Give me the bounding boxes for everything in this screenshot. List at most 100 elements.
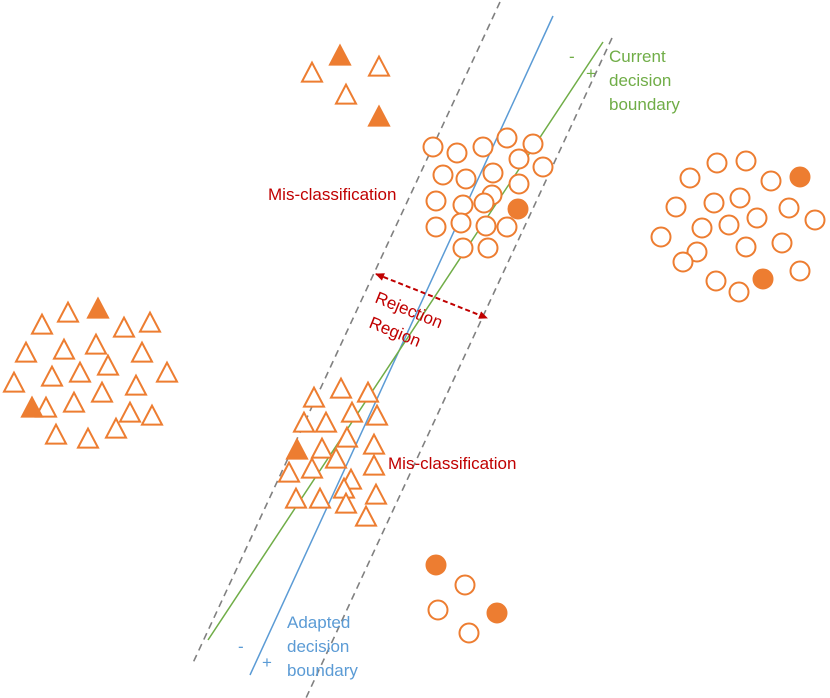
triangle-hollow-point xyxy=(354,504,378,527)
circle-hollow-point xyxy=(735,236,757,258)
triangle-hollow-point xyxy=(324,446,348,469)
rejection-boundary-right-line xyxy=(305,37,613,698)
triangle-hollow-point xyxy=(30,312,54,335)
triangle-hollow-point xyxy=(314,410,338,433)
triangle-hollow-point xyxy=(335,425,359,448)
circle-hollow-point xyxy=(789,260,811,282)
triangle-hollow-point xyxy=(96,353,120,376)
circle-hollow-point xyxy=(450,212,472,234)
current-boundary-label-line2: decision xyxy=(609,71,671,90)
circle-hollow-point xyxy=(508,148,530,170)
circle-hollow-point xyxy=(432,164,454,186)
rejection-boundary-left-line xyxy=(191,1,501,666)
triangle-hollow-point xyxy=(356,380,380,403)
circle-hollow-point xyxy=(778,197,800,219)
circle-hollow-point xyxy=(686,241,708,263)
circle-hollow-point xyxy=(703,192,725,214)
triangle-hollow-point xyxy=(300,456,324,479)
triangle-hollow-point xyxy=(138,310,162,333)
circle-hollow-point xyxy=(475,215,497,237)
circle-hollow-point xyxy=(477,237,499,259)
triangle-hollow-point xyxy=(284,486,308,509)
triangle-hollow-point xyxy=(40,364,64,387)
triangle-hollow-point xyxy=(365,403,389,426)
circle-filled-point xyxy=(789,166,811,188)
circle-hollow-point xyxy=(665,196,687,218)
triangle-hollow-point xyxy=(52,337,76,360)
circle-hollow-point xyxy=(427,599,449,621)
triangle-filled-point xyxy=(367,104,391,127)
circle-hollow-point xyxy=(508,173,530,195)
adapted-boundary-label-line1: Adapted xyxy=(287,613,350,632)
circle-hollow-point xyxy=(496,216,518,238)
triangle-filled-point xyxy=(20,395,44,418)
circle-hollow-point xyxy=(746,207,768,229)
current-boundary-minus: - xyxy=(569,47,575,66)
current-boundary-label-line1: Current xyxy=(609,47,666,66)
misclassification-label-bottom: Mis-classification xyxy=(388,454,516,473)
triangle-hollow-point xyxy=(90,380,114,403)
triangle-hollow-point xyxy=(334,82,358,105)
triangle-hollow-point xyxy=(367,54,391,77)
triangle-hollow-point xyxy=(334,491,358,514)
triangle-filled-point xyxy=(328,43,352,66)
circle-hollow-point xyxy=(705,270,727,292)
triangle-hollow-point xyxy=(62,390,86,413)
triangle-hollow-point xyxy=(364,482,388,505)
triangle-hollow-point xyxy=(277,460,301,483)
triangle-hollow-point xyxy=(112,315,136,338)
circle-hollow-point xyxy=(650,226,672,248)
data-points xyxy=(2,43,826,644)
triangle-hollow-point xyxy=(300,60,324,83)
circle-filled-point xyxy=(752,268,774,290)
circle-hollow-point xyxy=(729,187,751,209)
triangle-hollow-point xyxy=(292,410,316,433)
circle-hollow-point xyxy=(422,136,444,158)
triangle-hollow-point xyxy=(56,300,80,323)
adapted-decision-boundary-line xyxy=(249,15,554,676)
triangle-hollow-point xyxy=(329,376,353,399)
circle-hollow-point xyxy=(452,237,474,259)
triangle-hollow-point xyxy=(44,422,68,445)
circle-hollow-point xyxy=(672,251,694,273)
current-boundary-label-line3: boundary xyxy=(609,95,680,114)
triangle-hollow-point xyxy=(310,436,334,459)
circle-hollow-point xyxy=(760,170,782,192)
adapted-boundary-label-line2: decision xyxy=(287,637,349,656)
adapted-boundary-label-line3: boundary xyxy=(287,661,358,680)
circle-hollow-point xyxy=(452,194,474,216)
circle-hollow-point xyxy=(804,209,826,231)
circle-hollow-point xyxy=(728,281,750,303)
triangle-hollow-point xyxy=(68,360,92,383)
circle-hollow-point xyxy=(473,192,495,214)
triangle-hollow-point xyxy=(140,403,164,426)
triangle-hollow-point xyxy=(340,400,364,423)
circle-hollow-point xyxy=(706,152,728,174)
circle-hollow-point xyxy=(496,127,518,149)
circle-hollow-point xyxy=(454,574,476,596)
circle-hollow-point xyxy=(458,622,480,644)
circle-hollow-point xyxy=(522,133,544,155)
triangle-filled-point xyxy=(285,437,309,460)
circle-hollow-point xyxy=(532,156,554,178)
triangle-hollow-point xyxy=(34,395,58,418)
circle-hollow-point xyxy=(425,190,447,212)
triangle-hollow-point xyxy=(362,453,386,476)
circle-hollow-point xyxy=(482,162,504,184)
current-boundary-plus: + xyxy=(586,64,596,83)
triangle-hollow-point xyxy=(76,426,100,449)
circle-hollow-point xyxy=(691,217,713,239)
triangle-hollow-point xyxy=(84,332,108,355)
rejection-region-arrow xyxy=(375,273,488,319)
circle-hollow-point xyxy=(446,142,468,164)
triangle-hollow-point xyxy=(14,340,38,363)
misclassification-label-top: Mis-classification xyxy=(268,185,396,204)
triangle-hollow-point xyxy=(130,340,154,363)
circle-hollow-point xyxy=(455,168,477,190)
triangle-hollow-point xyxy=(104,416,128,439)
circle-filled-point xyxy=(507,198,529,220)
circle-hollow-point xyxy=(718,214,740,236)
circle-filled-point xyxy=(425,554,447,576)
triangle-hollow-point xyxy=(308,486,332,509)
